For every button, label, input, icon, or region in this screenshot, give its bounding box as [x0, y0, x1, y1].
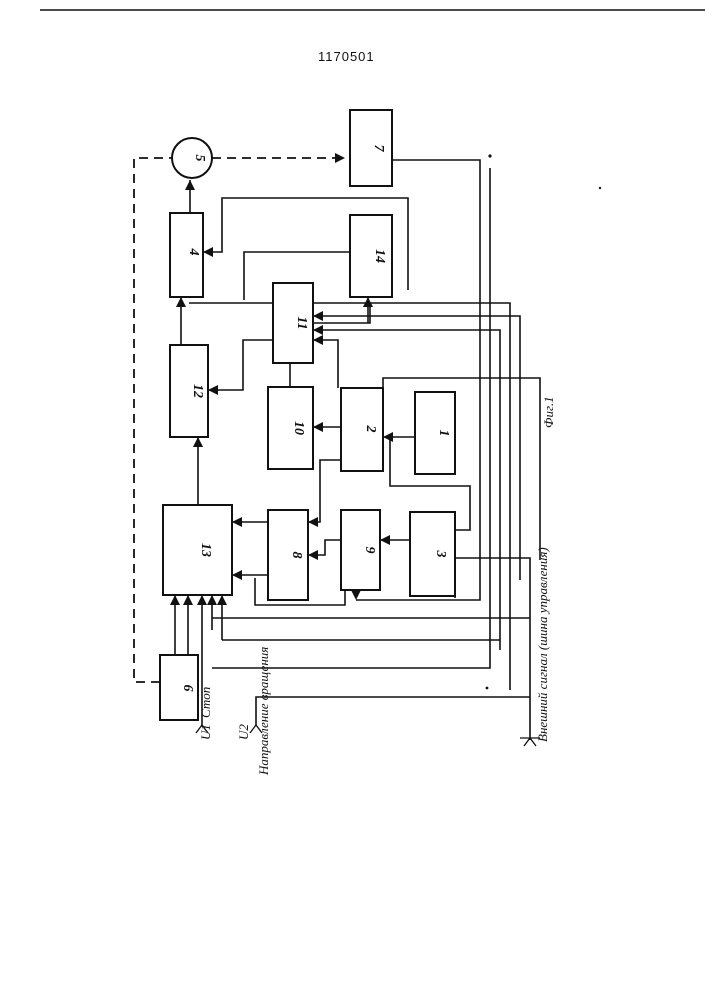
- link-3-bus: [455, 558, 530, 740]
- arrow-into-9-bottom: [351, 590, 361, 600]
- block-5-label: 5: [192, 155, 207, 162]
- block-3-label: 3: [433, 550, 448, 558]
- block-11-label: 11: [294, 316, 309, 329]
- input-u1-label: U1: [198, 724, 213, 740]
- arrow-into-13-c: [170, 595, 180, 605]
- arrow-into-5: [185, 180, 195, 190]
- input-stop-label: Стоп: [198, 687, 213, 718]
- arrow-into-8-b: [308, 550, 318, 560]
- arrow-into-4: [176, 297, 186, 307]
- link-ext-2: [383, 378, 540, 560]
- link-11-12: [208, 340, 273, 390]
- arrow-into-13-f: [207, 595, 217, 605]
- arrow-into-8-a: [308, 517, 318, 527]
- block-9-label: 9: [362, 547, 377, 554]
- block-13-label: 13: [198, 543, 213, 557]
- figure-label: Фиг.1: [541, 396, 556, 428]
- input-u2-label: U2: [236, 724, 251, 740]
- arrow-into-2: [383, 432, 393, 442]
- arrow-into-11-a: [313, 311, 323, 321]
- dashed-feedback-line: [134, 158, 172, 682]
- arrow-into-11-c: [313, 335, 323, 345]
- block-8-label: 8: [289, 552, 304, 559]
- arrow-into-4-side: [203, 247, 213, 257]
- arrow-into-11-b: [313, 325, 323, 335]
- arrow-into-13-b: [232, 570, 242, 580]
- block-10-label: 10: [291, 421, 306, 435]
- arrow-into-7: [335, 153, 345, 163]
- link-2-11: [313, 340, 338, 388]
- block-4-label: 4: [186, 248, 201, 256]
- external-signal-label: Внешний сигнал (шина управления): [535, 547, 550, 742]
- arrow-into-13-g: [217, 595, 227, 605]
- arrow-into-9: [380, 535, 390, 545]
- arrow-into-12: [193, 437, 203, 447]
- block-2-label: 2: [363, 425, 378, 433]
- link-to-4-input-b: [189, 303, 510, 690]
- block-6-label: 6: [180, 685, 195, 692]
- scan-speck: [488, 154, 491, 157]
- arrow-into-13-e: [197, 595, 207, 605]
- block-12-label: 12: [190, 384, 205, 398]
- scan-speck: [599, 187, 601, 189]
- block-7-label: 7: [371, 145, 386, 153]
- block-1-label: 1: [436, 430, 451, 437]
- arrow-into-13-d: [183, 595, 193, 605]
- block-13: [163, 505, 232, 595]
- arrow-into-10: [313, 422, 323, 432]
- block-14-label: 14: [372, 249, 387, 263]
- scan-speck: [486, 687, 489, 690]
- link-u2-bus: [256, 697, 530, 725]
- arrow-into-14: [363, 297, 373, 307]
- input-direction-label: Направление вращения: [256, 647, 271, 776]
- arrow-into-12-side: [208, 385, 218, 395]
- arrow-into-13-a: [232, 517, 242, 527]
